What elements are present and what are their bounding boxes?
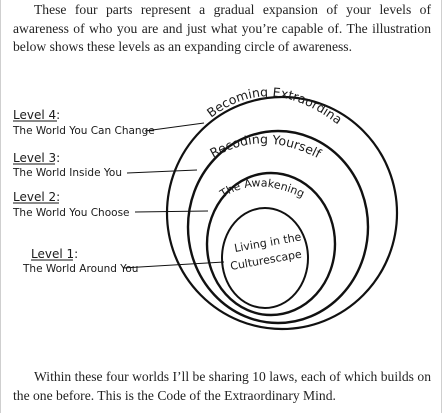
leader-line-level-3 (126, 169, 198, 174)
outro-paragraph: Within these four worlds I’ll be sharing… (13, 369, 431, 403)
circle-level-4 (165, 95, 399, 331)
intro-paragraph: These four parts represent a gradual exp… (13, 2, 431, 54)
leader-line-level-2 (134, 210, 209, 213)
level-2-title: Level 2: (13, 190, 60, 204)
circle-level-1 (221, 207, 309, 309)
level-1-title: Level 1: (31, 247, 78, 261)
level-3-label: Level 3: The World Inside You (12, 151, 122, 179)
level-3-title: Level 3: (13, 151, 60, 165)
level-3-desc: The World Inside You (12, 167, 122, 179)
level-1-label: Level 1: The World Around You (22, 247, 138, 275)
leader-line-level-4 (144, 122, 205, 132)
leader-line-level-1 (122, 261, 225, 269)
level-4-label: Level 4: The World You Can Change (12, 108, 155, 137)
level-2-desc: The World You Choose (12, 207, 130, 219)
level-4-desc: The World You Can Change (12, 125, 155, 137)
circle-level-3 (186, 129, 370, 325)
level-1-desc: The World Around You (22, 263, 138, 275)
circle-level-2 (205, 171, 337, 317)
level-2-label: Level 2: The World You Choose (12, 190, 130, 219)
circle-label-second: The Awakening (217, 176, 307, 201)
level-4-title: Level 4: (13, 108, 60, 122)
